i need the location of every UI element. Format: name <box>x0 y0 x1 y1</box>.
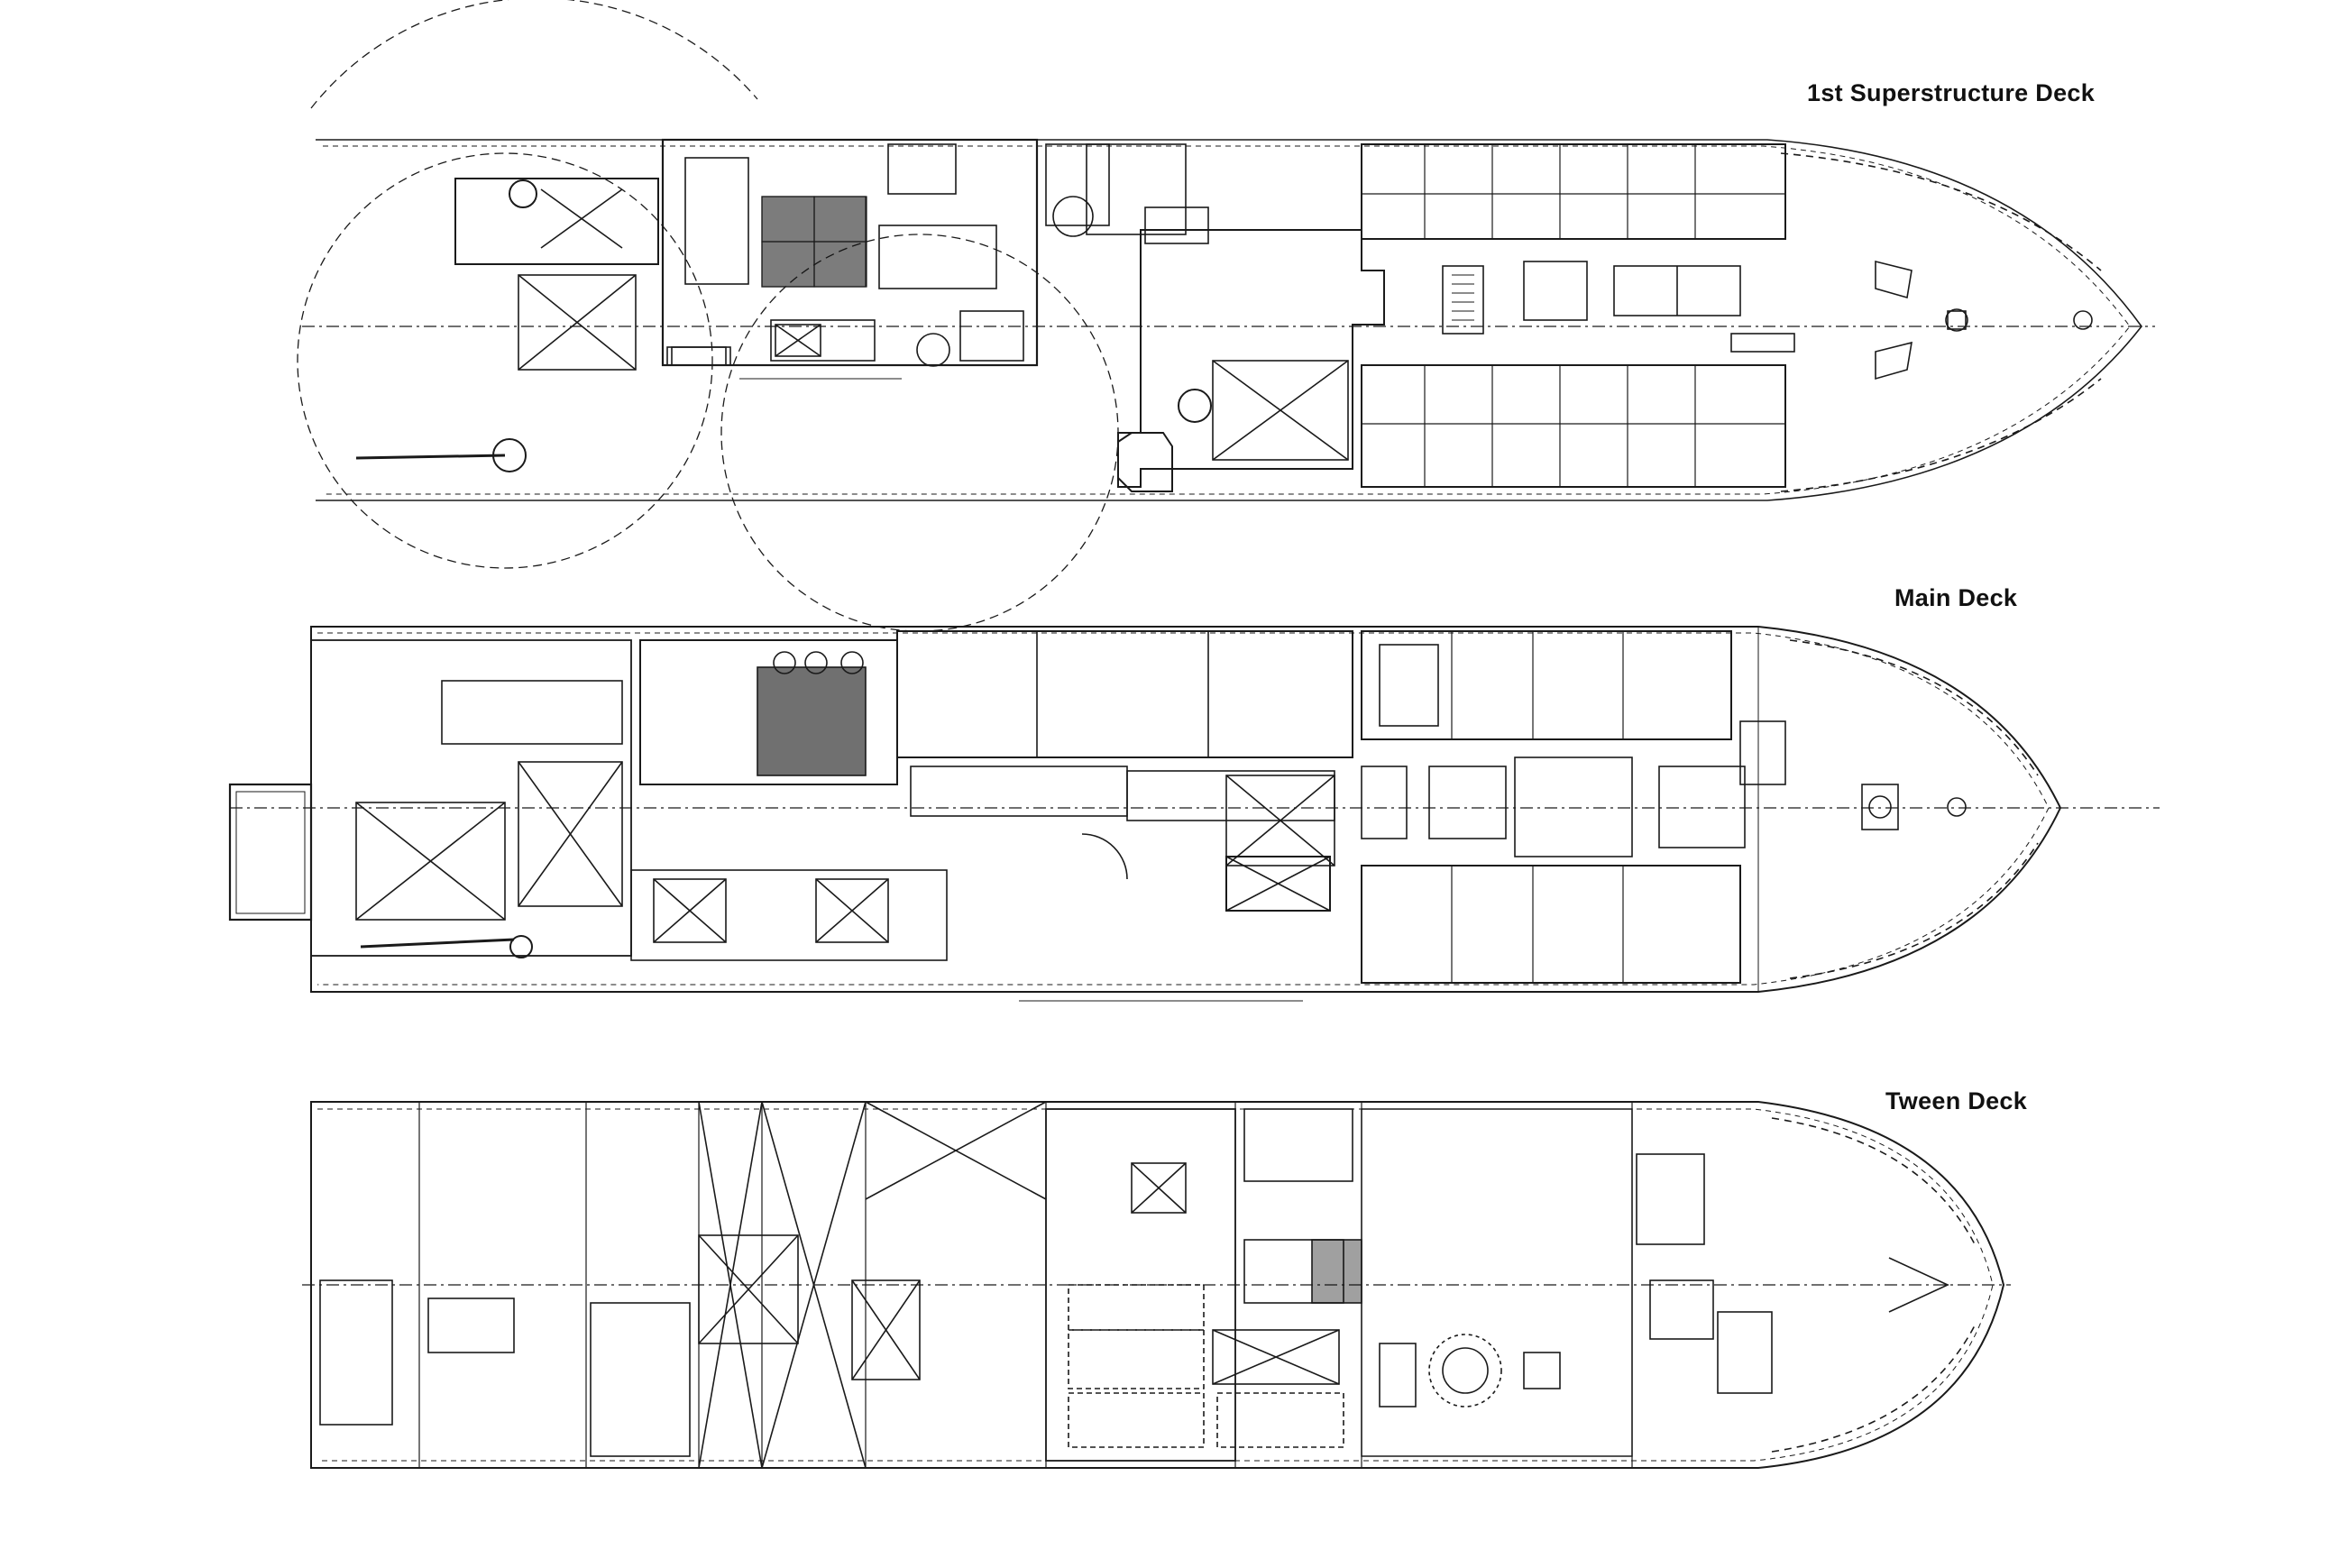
deck-title-main: Main Deck <box>1894 584 2018 611</box>
deck-title-superstructure: 1st Superstructure Deck <box>1807 79 2096 106</box>
deck-plan-superstructure <box>297 0 2155 632</box>
deck-plan-main <box>228 626 2160 1002</box>
deck-plan-tween <box>302 1101 2011 1469</box>
deck-title-tween: Tween Deck <box>1885 1087 2028 1114</box>
